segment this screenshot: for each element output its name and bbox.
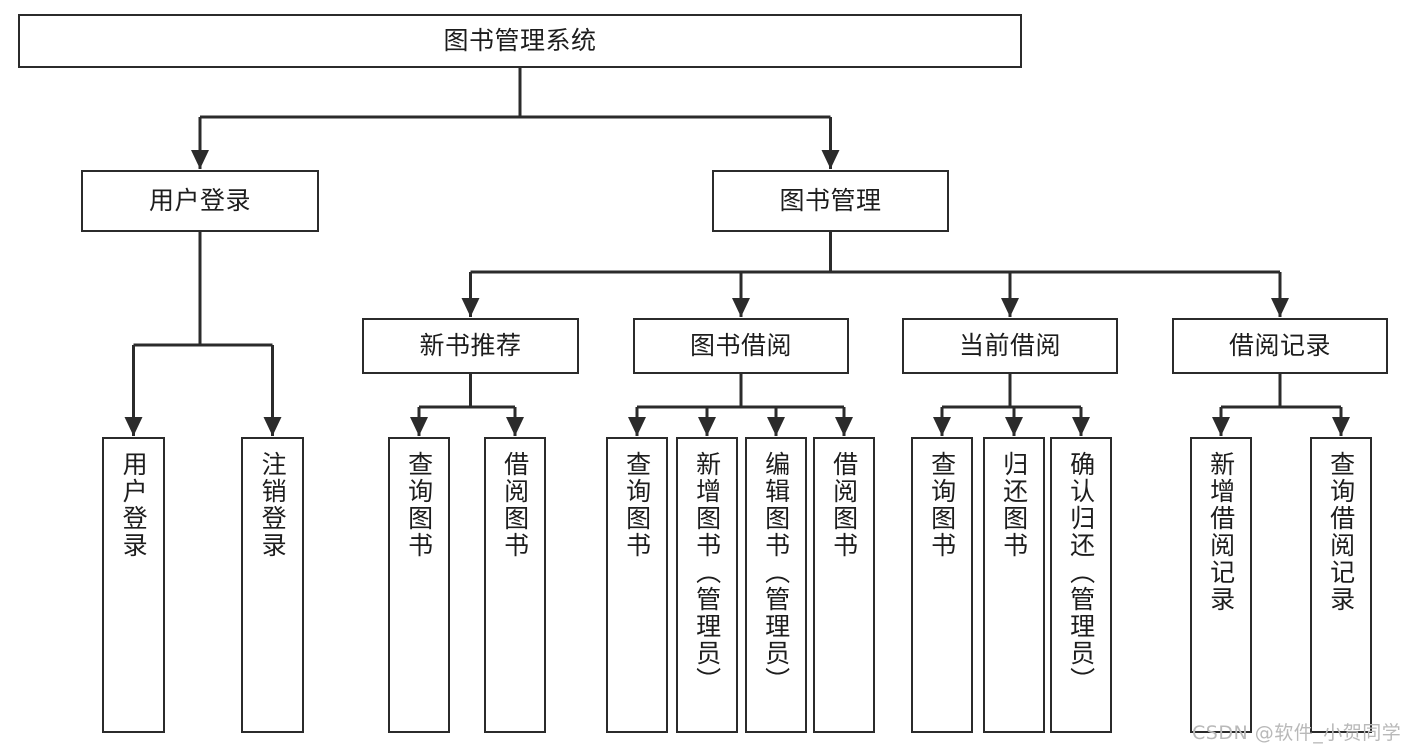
node-label: 新增图书（管理员） xyxy=(692,451,722,694)
node-leaf-query-book-1[interactable]: 查询图书 xyxy=(388,437,450,733)
node-label: 图书借阅 xyxy=(689,330,792,360)
node-leaf-return-book[interactable]: 归还图书 xyxy=(983,437,1045,733)
node-leaf-borrow-book-1[interactable]: 借阅图书 xyxy=(484,437,546,733)
node-label: 用户登录 xyxy=(119,451,149,559)
node-label: 编辑图书（管理员） xyxy=(761,451,791,694)
node-label: 查询图书 xyxy=(404,451,434,559)
node-label: 查询图书 xyxy=(927,451,957,559)
node-book-borrow[interactable]: 图书借阅 xyxy=(633,318,849,374)
node-label: 图书管理 xyxy=(779,185,882,215)
node-label: 注销登录 xyxy=(258,451,288,559)
node-borrow-record[interactable]: 借阅记录 xyxy=(1172,318,1388,374)
node-leaf-user-login[interactable]: 用户登录 xyxy=(102,437,165,733)
node-leaf-confirm-return[interactable]: 确认归还（管理员） xyxy=(1050,437,1112,733)
node-label: 查询图书 xyxy=(622,451,652,559)
node-label: 确认归还（管理员） xyxy=(1066,451,1096,694)
node-leaf-add-book[interactable]: 新增图书（管理员） xyxy=(676,437,738,733)
node-label: 归还图书 xyxy=(999,451,1029,559)
node-leaf-query-book-2[interactable]: 查询图书 xyxy=(606,437,668,733)
node-label: 借阅图书 xyxy=(829,451,859,559)
node-label: 新增借阅记录 xyxy=(1206,451,1236,613)
node-root[interactable]: 图书管理系统 xyxy=(18,14,1022,68)
node-leaf-borrow-book-2[interactable]: 借阅图书 xyxy=(813,437,875,733)
node-label: 借阅图书 xyxy=(500,451,530,559)
node-label: 查询借阅记录 xyxy=(1326,451,1356,613)
node-book-manage[interactable]: 图书管理 xyxy=(712,170,949,232)
node-label: 用户登录 xyxy=(148,185,251,215)
watermark-text: CSDN @软件_小贺同学 xyxy=(1192,722,1402,744)
node-leaf-user-logout[interactable]: 注销登录 xyxy=(241,437,304,733)
node-leaf-add-record[interactable]: 新增借阅记录 xyxy=(1190,437,1252,733)
node-leaf-query-book-3[interactable]: 查询图书 xyxy=(911,437,973,733)
node-label: 当前借阅 xyxy=(958,330,1061,360)
node-leaf-query-record[interactable]: 查询借阅记录 xyxy=(1310,437,1372,733)
node-new-book-rec[interactable]: 新书推荐 xyxy=(362,318,579,374)
node-label: 新书推荐 xyxy=(419,330,522,360)
node-current-borrow[interactable]: 当前借阅 xyxy=(902,318,1118,374)
node-label: 借阅记录 xyxy=(1228,330,1331,360)
node-leaf-edit-book[interactable]: 编辑图书（管理员） xyxy=(745,437,807,733)
node-user-login[interactable]: 用户登录 xyxy=(81,170,319,232)
node-label: 图书管理系统 xyxy=(443,25,597,55)
